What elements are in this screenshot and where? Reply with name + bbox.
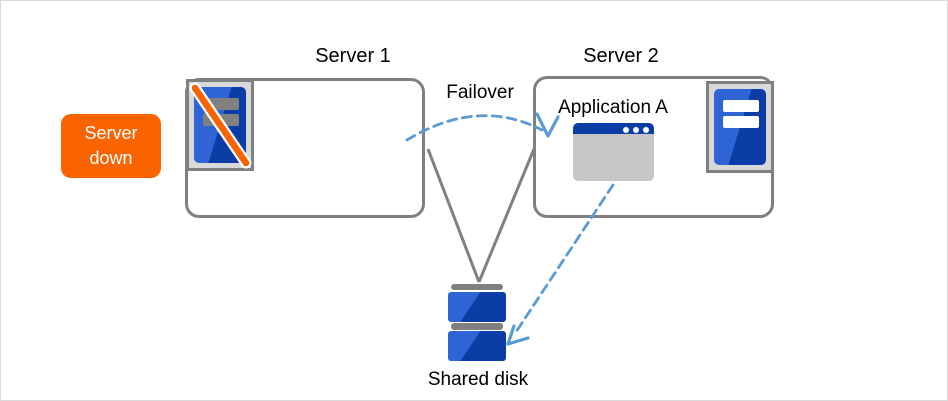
server2-tower-body xyxy=(714,89,766,165)
server-down-badge: Server down xyxy=(61,114,161,178)
server2-label: Server 2 xyxy=(583,45,659,67)
app-window-titlebar xyxy=(573,123,654,134)
server-down-badge-line2: down xyxy=(89,148,133,168)
server1-disk-connector xyxy=(426,148,481,283)
server-down-slash-icon xyxy=(189,82,252,169)
window-dot-icon xyxy=(633,127,639,133)
shared-disk-icon xyxy=(448,284,506,361)
app-to-disk-arrowhead-icon xyxy=(506,324,530,346)
failover-arrow xyxy=(405,114,544,142)
server2-disk-connector xyxy=(477,148,536,283)
server2-tower-icon xyxy=(706,81,774,173)
tower-bar xyxy=(723,100,759,112)
server1-label: Server 1 xyxy=(315,45,391,67)
app-window-icon xyxy=(573,123,654,181)
window-dot-icon xyxy=(623,127,629,133)
application-label: Application A xyxy=(558,97,668,118)
shared-disk-label: Shared disk xyxy=(427,369,529,390)
window-dot-icon xyxy=(643,127,649,133)
app-window-body xyxy=(573,134,654,181)
server1-tower-icon xyxy=(186,79,254,171)
failover-label: Failover xyxy=(446,82,514,103)
server-down-badge-line1: Server xyxy=(84,123,138,143)
tower-bar xyxy=(723,116,759,128)
